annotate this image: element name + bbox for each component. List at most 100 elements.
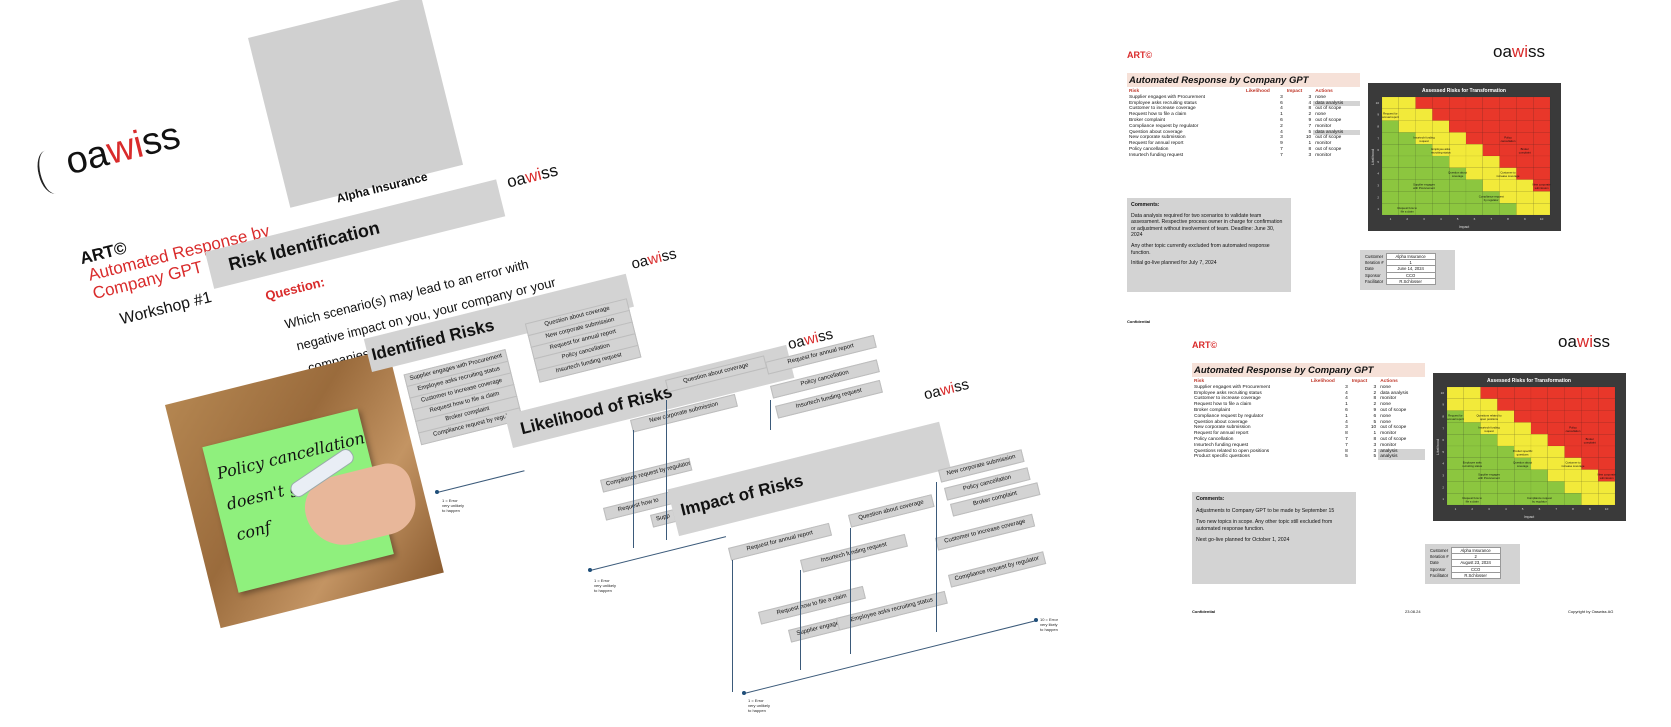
matrix-cell [1564, 445, 1582, 458]
matrix-cell [1482, 108, 1500, 121]
cell-likelihood: 3 [1345, 425, 1348, 431]
col-risk: Risk [1129, 89, 1140, 94]
report-header: Automated Response by Company GPT [1127, 73, 1360, 87]
cell-action: out of scope [1315, 146, 1342, 152]
axis-start-dot [588, 568, 592, 572]
matrix-risk-label: by regulator [1484, 198, 1499, 202]
cell-risk: Employee asks recruiting status [1194, 390, 1262, 396]
cell-likelihood: 6 [1345, 407, 1348, 413]
matrix-cell [1530, 445, 1548, 458]
cell-impact: 3 [1373, 448, 1377, 454]
matrix-cell [1465, 144, 1483, 157]
matrix-cell [1415, 203, 1433, 216]
matrix-x-tick: 5 [1457, 217, 1459, 221]
matrix-cell [1581, 469, 1599, 482]
matrix-cell [1381, 203, 1399, 216]
matrix-cell [1530, 481, 1548, 494]
axis-caption-3: to happen [442, 508, 460, 513]
matrix-x-tick: 1 [1455, 507, 1457, 511]
meta-label: Sponsor [1365, 272, 1381, 278]
matrix-cell [1547, 434, 1565, 447]
cell-risk: Customer to increase coverage [1194, 396, 1261, 402]
matrix-cell [1533, 96, 1551, 109]
cell-likelihood: 5 [1345, 454, 1348, 460]
matrix-cell [1564, 469, 1582, 482]
matrix-cell [1449, 108, 1467, 121]
matrix-risk-label: coverage [1517, 464, 1529, 468]
report-page-2: ART© oawiss Automated Response by Compan… [1190, 328, 1630, 668]
col-likelihood: Likelihood [1245, 89, 1270, 94]
axis-line [590, 536, 727, 571]
matrix-cell [1516, 96, 1534, 109]
cell-action: monitor [1380, 396, 1397, 402]
matrix-cell [1465, 203, 1483, 216]
cell-risk: Compliance request by regulator [1129, 123, 1199, 129]
cell-action: monitor [1315, 152, 1332, 158]
matrix-cell [1598, 481, 1616, 494]
matrix-cell [1415, 108, 1433, 121]
matrix-cell [1514, 434, 1532, 447]
matrix-cell [1598, 434, 1616, 447]
impact-bar[interactable]: Customer to increase coverage [935, 513, 1036, 551]
matrix-cell [1415, 167, 1433, 180]
cell-impact: 5 [1373, 454, 1377, 460]
matrix-cell [1480, 445, 1498, 458]
cell-risk: Insurtech funding request [1194, 442, 1249, 448]
oaswiss-logo-report: oawiss [1558, 332, 1610, 351]
col-actions: Actions [1380, 379, 1398, 384]
oaswiss-logo-small: oawiss [922, 375, 971, 404]
cell-risk: Insurtech funding request [1129, 152, 1184, 158]
matrix-risk-label: cancellation [1566, 429, 1581, 433]
cell-risk: Supplier engages with Procurement [1194, 384, 1270, 390]
cell-impact: 5 [1308, 129, 1312, 135]
matrix-cell [1530, 410, 1548, 423]
impact-bar[interactable]: Question about coverage [848, 494, 935, 528]
matrix-cell [1432, 108, 1450, 121]
matrix-cell [1497, 457, 1515, 470]
matrix-cell [1564, 398, 1582, 411]
matrix-cell [1564, 481, 1582, 494]
col-impact: Impact [1286, 89, 1303, 94]
matrix-cell [1598, 445, 1616, 458]
cell-action: none [1380, 402, 1391, 408]
meta-value: June 14, 2024 [1385, 265, 1436, 273]
impact-bar[interactable]: Insurtech funding request [800, 533, 908, 573]
meta-value: Alpha Insurance [1385, 252, 1436, 261]
matrix-cell [1432, 132, 1450, 145]
matrix-risk-label: submission [1535, 186, 1549, 190]
oaswiss-logo-report: oawiss [1493, 42, 1545, 61]
matrix-cell [1398, 96, 1416, 109]
impact-bar[interactable]: Compliance request by regulator [948, 551, 1047, 588]
matrix-cell [1415, 120, 1433, 133]
matrix-cell [1446, 481, 1464, 494]
cell-likelihood: 1 [1345, 402, 1348, 408]
cell-action: monitor [1315, 123, 1332, 129]
matrix-cell [1499, 120, 1517, 133]
matrix-cell [1381, 144, 1399, 157]
matrix-cell [1449, 155, 1467, 168]
matrix-cell [1381, 155, 1399, 168]
matrix-x-tick: 6 [1474, 217, 1476, 221]
matrix-cell [1449, 179, 1467, 192]
matrix-cell [1497, 493, 1515, 506]
matrix-cell [1465, 179, 1483, 192]
matrix-cell [1581, 445, 1599, 458]
matrix-risk-label: open positions [1480, 417, 1499, 421]
axis-caption-1: 1 = Error [442, 498, 458, 503]
comments-box: Comments: Data analysis required for two… [1127, 198, 1291, 292]
matrix-cell [1514, 398, 1532, 411]
matrix-cell [1598, 410, 1616, 423]
cell-action: analysis [1378, 448, 1425, 455]
cell-impact: 3 [1308, 94, 1312, 100]
comment-3: Initial go-live planned for July 7, 2024 [1131, 260, 1217, 267]
matrix-cell [1432, 120, 1450, 133]
cell-action: none [1380, 419, 1391, 425]
matrix-cell [1530, 457, 1548, 470]
cell-impact: 3 [1373, 442, 1377, 448]
